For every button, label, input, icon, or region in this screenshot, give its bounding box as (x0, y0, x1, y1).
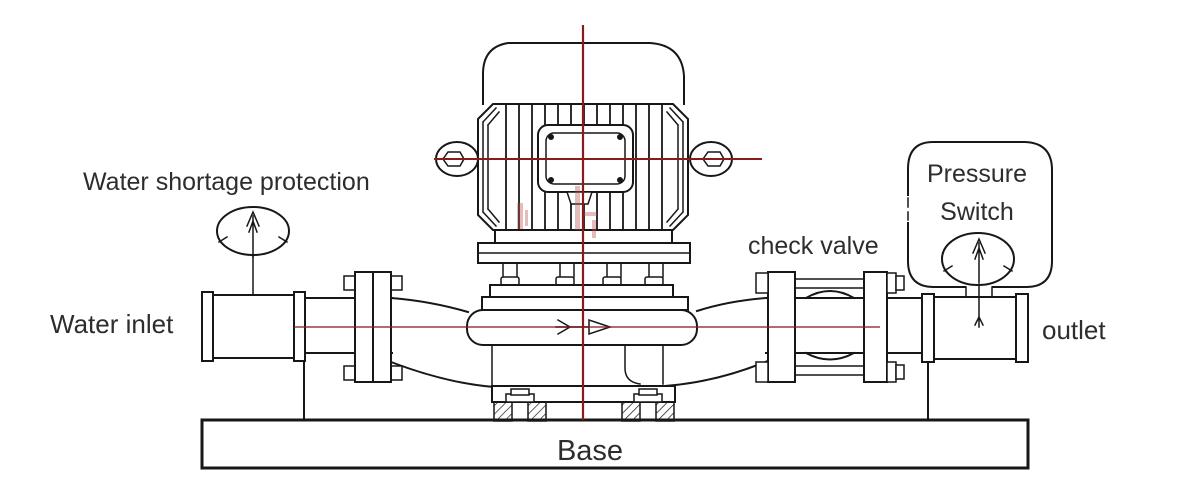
label-water-inlet: Water inlet (50, 309, 174, 339)
gauge-needle-icon (246, 210, 260, 258)
motor-coupling (500, 262, 664, 286)
base-plate (200, 418, 1030, 470)
pressure-gauge-dial (941, 232, 1015, 286)
pressure-gauge-needle-icon (972, 237, 986, 284)
label-outlet: outlet (1042, 315, 1106, 345)
labels: Water shortage protection Water inlet ch… (50, 168, 1106, 467)
pump-mount-plates (481, 284, 689, 311)
anchor-bolt-right (621, 388, 675, 422)
fin-chamfer-lines (481, 106, 685, 228)
label-check-valve: check valve (748, 232, 879, 260)
pressure-switch: Pressure Switch (903, 141, 1053, 328)
water-shortage-protection-gauge (216, 206, 290, 296)
tie-bolts (756, 278, 899, 376)
outlet-pipe-body (933, 296, 1017, 360)
outlet-piping (921, 293, 1029, 421)
pump-lower-casing (491, 344, 664, 388)
label-pressure-switch-line2: Switch (940, 198, 1014, 226)
label-pressure-switch-line1: Pressure (927, 160, 1027, 188)
anchor-bolt-left (493, 388, 547, 422)
label-water-shortage-protection: Water shortage protection (83, 168, 370, 196)
check-valve-body-bulge (804, 290, 856, 361)
label-base: Base (557, 435, 623, 467)
pressure-tap-stem (973, 284, 985, 328)
watermark-fragments (517, 186, 597, 238)
motor-fan-cover (482, 42, 685, 105)
inlet-piping (201, 271, 403, 421)
centerlines (294, 25, 880, 420)
inlet-pipe-body (212, 294, 295, 359)
